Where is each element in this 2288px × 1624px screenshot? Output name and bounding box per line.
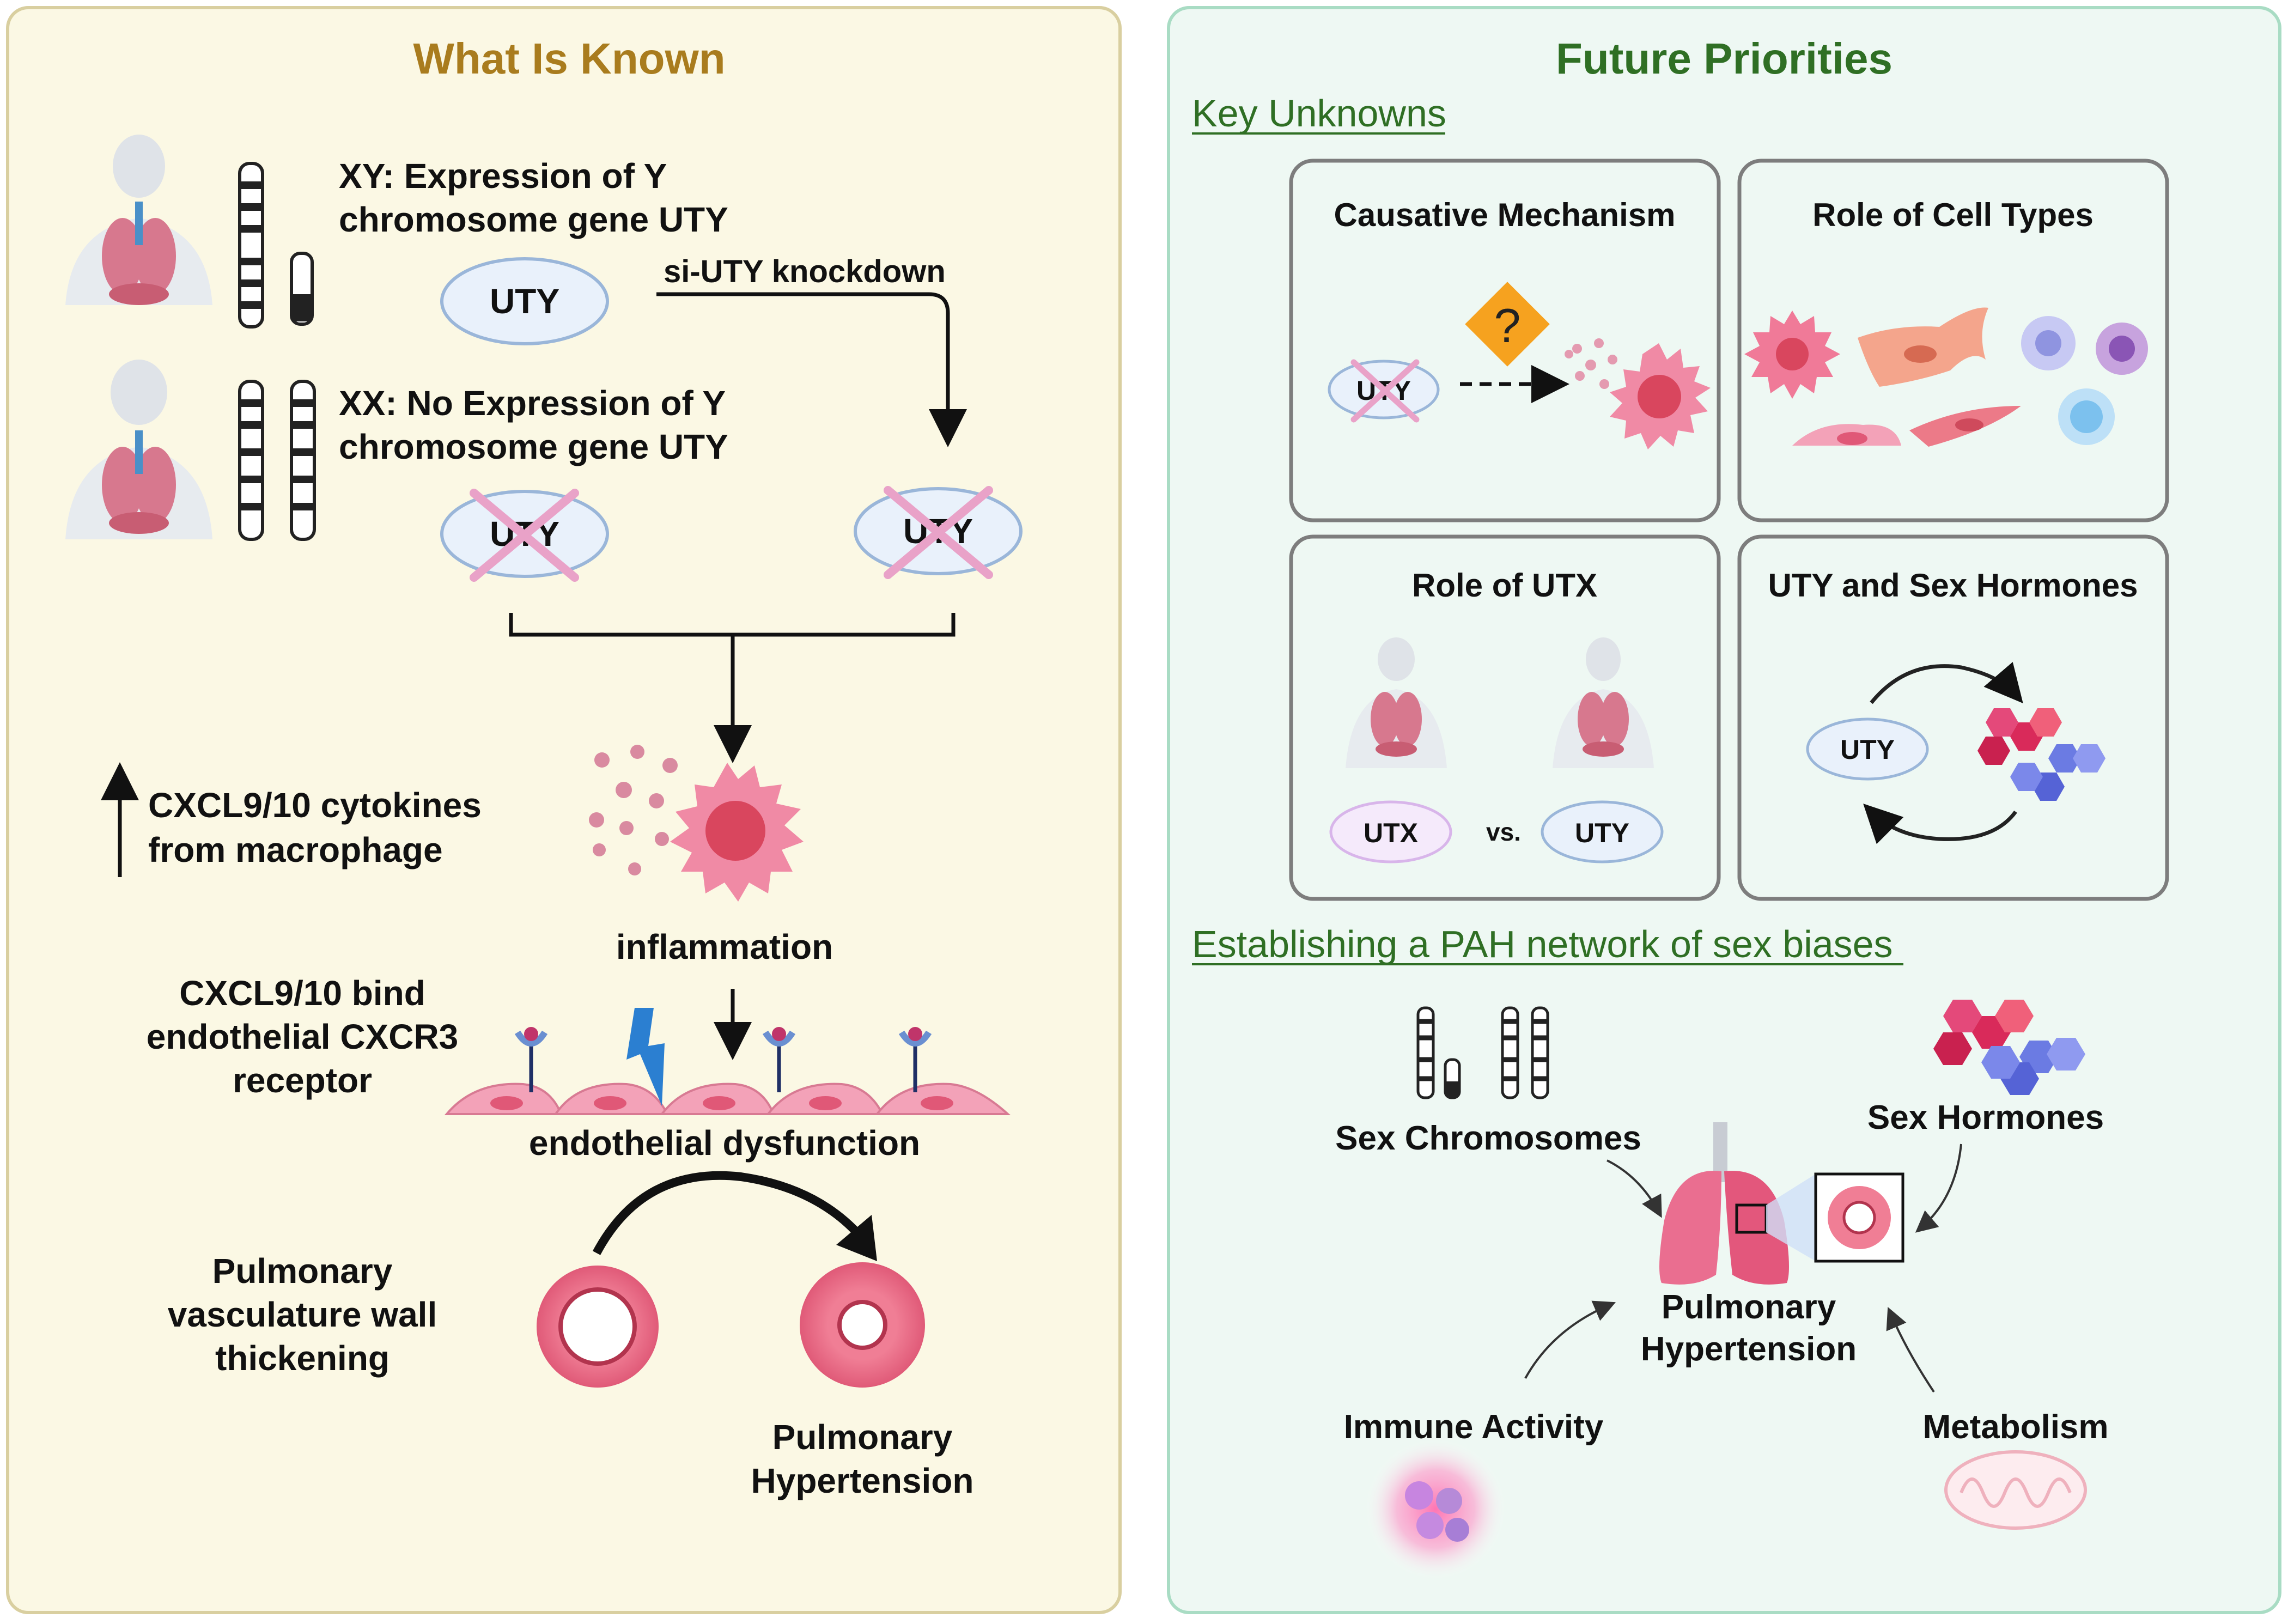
lightning-icon — [626, 1008, 665, 1106]
cxcr3-line1: CXCL9/10 bind — [179, 974, 425, 1013]
arrow-chromosomes-to-ph — [1607, 1159, 1662, 1218]
key-unknowns-heading: Key Unknowns — [1192, 92, 1446, 135]
role-of-utx-title: Role of UTX — [1412, 567, 1597, 604]
knockdown-arrow — [656, 292, 967, 447]
cycle-arrow-top — [1870, 662, 2023, 704]
arrow-hormones-to-ph — [1915, 1144, 1962, 1233]
network-heading: Establishing a PAH network of sex biases — [1192, 923, 1893, 965]
female-body-icon — [65, 360, 212, 539]
arrow-metabolism-to-ph — [1886, 1306, 1935, 1393]
svg-text:?: ? — [1494, 299, 1521, 352]
uty-label: UTY — [490, 282, 559, 321]
thickened-vessel-icon — [800, 1262, 925, 1388]
uty-oval — [440, 257, 609, 345]
receptor-icon — [514, 1027, 932, 1092]
cross-icon — [1350, 359, 1420, 423]
utx-box-uty-label: UTY — [1575, 818, 1629, 848]
cxcr3-line3: receptor — [233, 1061, 372, 1100]
knockdown-label: si-UTY knockdown — [664, 254, 946, 289]
utx-oval — [1329, 800, 1452, 863]
mitochondria-icon — [1944, 1450, 2087, 1530]
ph-outcome-line2: Hypertension — [751, 1461, 974, 1500]
right-panel-title: Future Priorities — [1556, 34, 1893, 83]
immune-activity-label: Immune Activity — [1344, 1408, 1604, 1446]
female-body-icon — [1346, 637, 1447, 768]
lungs-icon — [1659, 1122, 1904, 1285]
cytokines-line1: CXCL9/10 cytokines — [148, 786, 482, 825]
center-ph-line1: Pulmonary — [1662, 1288, 1836, 1326]
cycle-arrow-bottom — [1863, 804, 2017, 844]
normal-vessel-icon — [537, 1266, 659, 1388]
arrow-immune-to-ph — [1524, 1300, 1616, 1379]
wall-thickening-line2: vasculature wall — [168, 1295, 437, 1334]
immune-cells-icon — [1365, 1438, 1506, 1580]
xx-description-line1: XX: No Expression of Y — [339, 384, 726, 423]
endothelial-dysfunction-label: endothelial dysfunction — [529, 1123, 920, 1163]
cytokines-line2: from macrophage — [148, 830, 443, 869]
hormones-uty-label: UTY — [1840, 734, 1895, 765]
center-ph-line2: Hypertension — [1641, 1330, 1857, 1368]
causative-mechanism-title: Causative Mechanism — [1334, 197, 1676, 233]
wall-thickening-line3: thickening — [215, 1339, 390, 1378]
left-panel-background — [6, 6, 1122, 1614]
metabolism-label: Metabolism — [1922, 1408, 2108, 1446]
cross-icon — [884, 486, 993, 579]
xx-chromosomes-icon — [238, 380, 316, 541]
xy-description-line1: XY: Expression of Y — [339, 156, 667, 196]
macrophage-icon — [1565, 338, 1711, 449]
xy-description-line2: chromosome gene UTY — [339, 200, 728, 239]
xy-chromosomes-icon — [238, 162, 314, 329]
uty-oval — [1541, 800, 1664, 863]
xx-description-line2: chromosome gene UTY — [339, 427, 728, 466]
uty-oval — [1806, 717, 1929, 781]
progression-arrow — [592, 1171, 864, 1255]
cxcr3-line2: endothelial CXCR3 — [147, 1017, 459, 1056]
male-body-icon — [65, 135, 212, 305]
sex-chromosomes-icon — [1416, 1006, 1549, 1099]
cell-types-icon — [1744, 307, 2148, 447]
inflammation-label: inflammation — [616, 927, 833, 966]
cell-types-title: Role of Cell Types — [1812, 197, 2094, 233]
sex-hormones-label: Sex Hormones — [1867, 1099, 2104, 1136]
uty-hormones-box — [1737, 534, 2169, 901]
sex-chromosomes-label: Sex Chromosomes — [1335, 1120, 1641, 1157]
cross-icon — [470, 489, 579, 582]
macrophage-icon — [589, 745, 804, 902]
progression-arrowhead — [836, 1215, 877, 1261]
male-body-icon — [1553, 637, 1654, 768]
hormone-molecules-icon — [1933, 1000, 2085, 1095]
wall-thickening-line1: Pulmonary — [212, 1251, 393, 1291]
hormone-molecules-icon — [1977, 708, 2106, 801]
question-diamond-icon: ? — [1465, 282, 1550, 367]
endothelium-icon — [444, 1082, 1011, 1115]
vs-label: vs. — [1486, 818, 1521, 846]
ph-outcome-line1: Pulmonary — [772, 1418, 953, 1457]
left-panel-title: What Is Known — [413, 34, 725, 83]
utx-label: UTX — [1364, 818, 1418, 848]
uty-hormones-title: UTY and Sex Hormones — [1768, 567, 2138, 604]
